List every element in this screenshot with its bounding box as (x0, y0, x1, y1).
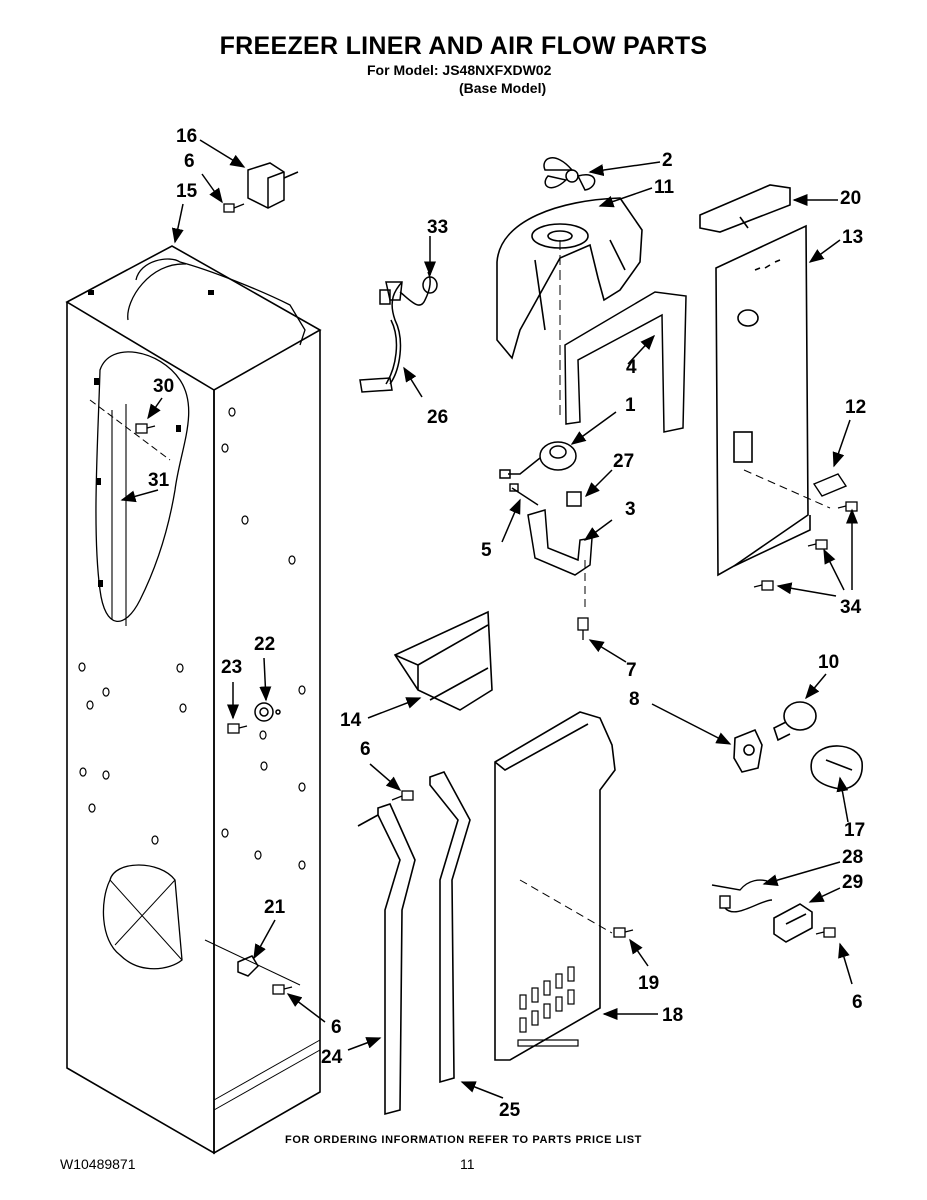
callout-20: 20 (840, 188, 861, 209)
light-socket (733, 728, 763, 773)
light-cover (810, 745, 863, 790)
fan-shroud (496, 197, 643, 360)
callout-10: 10 (818, 652, 839, 673)
callout-24: 24 (321, 1047, 343, 1068)
screw-part-6d (815, 927, 836, 938)
screw-part-19 (613, 927, 634, 938)
motor-bracket (527, 509, 593, 576)
screw-part-7 (577, 617, 589, 640)
part-27 (566, 491, 582, 507)
screw-part-6b (391, 790, 414, 801)
bracket-part-16 (247, 162, 299, 209)
callout-5: 5 (481, 540, 492, 561)
grommet-part-22 (254, 702, 281, 722)
screw-part-30 (135, 423, 156, 434)
screw-part-5 (509, 483, 539, 506)
callout-6: 6 (184, 151, 195, 172)
air-tower (494, 711, 616, 1061)
callout-3: 3 (625, 499, 636, 520)
gasket (564, 291, 687, 433)
air-duct (393, 610, 493, 711)
leader-lines (120, 139, 858, 1099)
callout-28: 28 (842, 847, 863, 868)
light-bulb (773, 701, 817, 742)
callout-27: 27 (613, 451, 634, 472)
cover-part-20 (699, 184, 791, 233)
callout-17: 17 (844, 820, 865, 841)
callout-2: 2 (662, 150, 673, 171)
callout-16: 16 (176, 126, 197, 147)
callout-labels: 16 6 15 33 26 30 31 23 22 21 6 24 2 11 4… (148, 126, 866, 1121)
fan-blade (543, 157, 596, 191)
evaporator-cover (715, 224, 811, 577)
liner-holes (78, 407, 306, 870)
wire-harness (359, 271, 438, 393)
callout-25: 25 (499, 1100, 521, 1121)
callout-23: 23 (221, 657, 242, 678)
callout-14: 14 (340, 710, 362, 731)
callout-33: 33 (427, 217, 448, 238)
screw-part-6c (272, 984, 293, 995)
air-tower-vents (517, 966, 579, 1047)
bracket-part-12 (812, 473, 848, 497)
page-number: 11 (460, 1156, 475, 1172)
callout-6: 6 (331, 1017, 342, 1038)
callout-18: 18 (662, 1005, 683, 1026)
freezer-liner (65, 245, 322, 1155)
liner-tabs (88, 290, 214, 587)
callout-6: 6 (852, 992, 863, 1013)
callout-22: 22 (254, 634, 275, 655)
screw-part-6a (223, 203, 245, 213)
base-model-label: (Base Model) (459, 80, 547, 96)
assembly-line-3 (519, 879, 613, 934)
ordering-note: FOR ORDERING INFORMATION REFER TO PARTS … (285, 1134, 642, 1146)
screw-part-23 (227, 723, 248, 734)
shelf-track-24 (357, 803, 416, 1116)
callout-29: 29 (842, 872, 863, 893)
callout-12: 12 (845, 397, 866, 418)
document-number: W10489871 (60, 1156, 136, 1172)
fan-motor (499, 441, 577, 479)
callout-1: 1 (625, 395, 636, 416)
callout-8: 8 (629, 689, 640, 710)
assembly-line-4 (743, 469, 831, 509)
callout-13: 13 (842, 227, 863, 248)
callout-15: 15 (176, 181, 198, 202)
callout-21: 21 (264, 897, 286, 918)
callout-7: 7 (626, 660, 637, 681)
wire-part-28 (711, 879, 773, 913)
callout-4: 4 (626, 357, 637, 378)
switch (773, 903, 813, 943)
clip-part-21 (237, 955, 259, 977)
callout-34: 34 (840, 597, 862, 618)
screws-part-34 (753, 501, 858, 591)
model-line: For Model: JS48NXFXDW02 (367, 62, 552, 78)
shelf-track-25 (429, 771, 471, 1084)
callout-26: 26 (427, 407, 448, 428)
callout-19: 19 (638, 973, 659, 994)
page-title: FREEZER LINER AND AIR FLOW PARTS (219, 32, 708, 60)
callout-30: 30 (153, 376, 174, 397)
callout-31: 31 (148, 470, 170, 491)
callout-6: 6 (360, 739, 371, 760)
callout-11: 11 (654, 177, 675, 198)
